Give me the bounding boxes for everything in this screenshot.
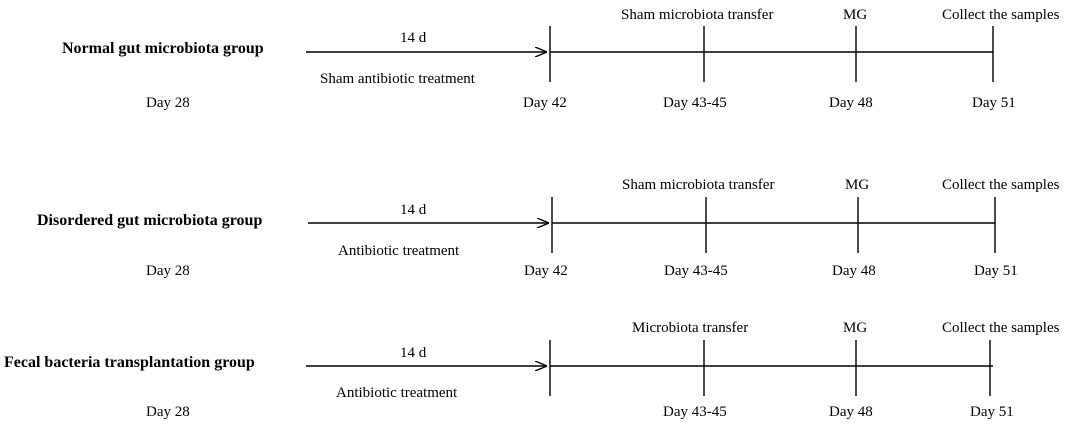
event-day-label: Day 51 [974,263,1018,279]
event-label: MG [843,320,867,336]
event-label: Sham microbiota transfer [621,7,773,23]
event-day-label: Day 51 [972,95,1016,111]
group-row-normal: Normal gut microbiota group Day 28 14 d … [62,7,1060,111]
start-day-label: Day 28 [146,263,190,279]
treatment-label: Antibiotic treatment [336,385,458,401]
event-label: Sham microbiota transfer [622,177,774,193]
event-label: Collect the samples [942,320,1060,336]
event-label: Microbiota transfer [632,320,748,336]
group-name: Disordered gut microbiota group [37,212,262,229]
timeline-start-day-label: Day 42 [523,95,567,111]
event-day-label: Day 48 [832,263,876,279]
treatment-label: Sham antibiotic treatment [320,71,476,87]
event-day-label: Day 48 [829,404,873,420]
event-label: MG [845,177,869,193]
duration-label: 14 d [400,345,427,361]
event-day-label: Day 43-45 [664,263,728,279]
start-day-label: Day 28 [146,404,190,420]
event-label: Collect the samples [942,177,1060,193]
start-day-label: Day 28 [146,95,190,111]
event-day-label: Day 43-45 [663,95,727,111]
group-name: Normal gut microbiota group [62,40,264,57]
duration-label: 14 d [400,30,427,46]
timeline-start-day-label: Day 42 [524,263,568,279]
group-name: Fecal bacteria transplantation group [4,354,255,371]
event-label: Collect the samples [942,7,1060,23]
event-day-label: Day 48 [829,95,873,111]
duration-label: 14 d [400,202,427,218]
group-row-disordered: Disordered gut microbiota group Day 28 1… [37,177,1060,279]
event-day-label: Day 51 [970,404,1014,420]
event-label: MG [843,7,867,23]
event-day-label: Day 43-45 [663,404,727,420]
treatment-label: Antibiotic treatment [338,243,460,259]
group-row-fecal-transplant: Fecal bacteria transplantation group Day… [4,320,1060,420]
